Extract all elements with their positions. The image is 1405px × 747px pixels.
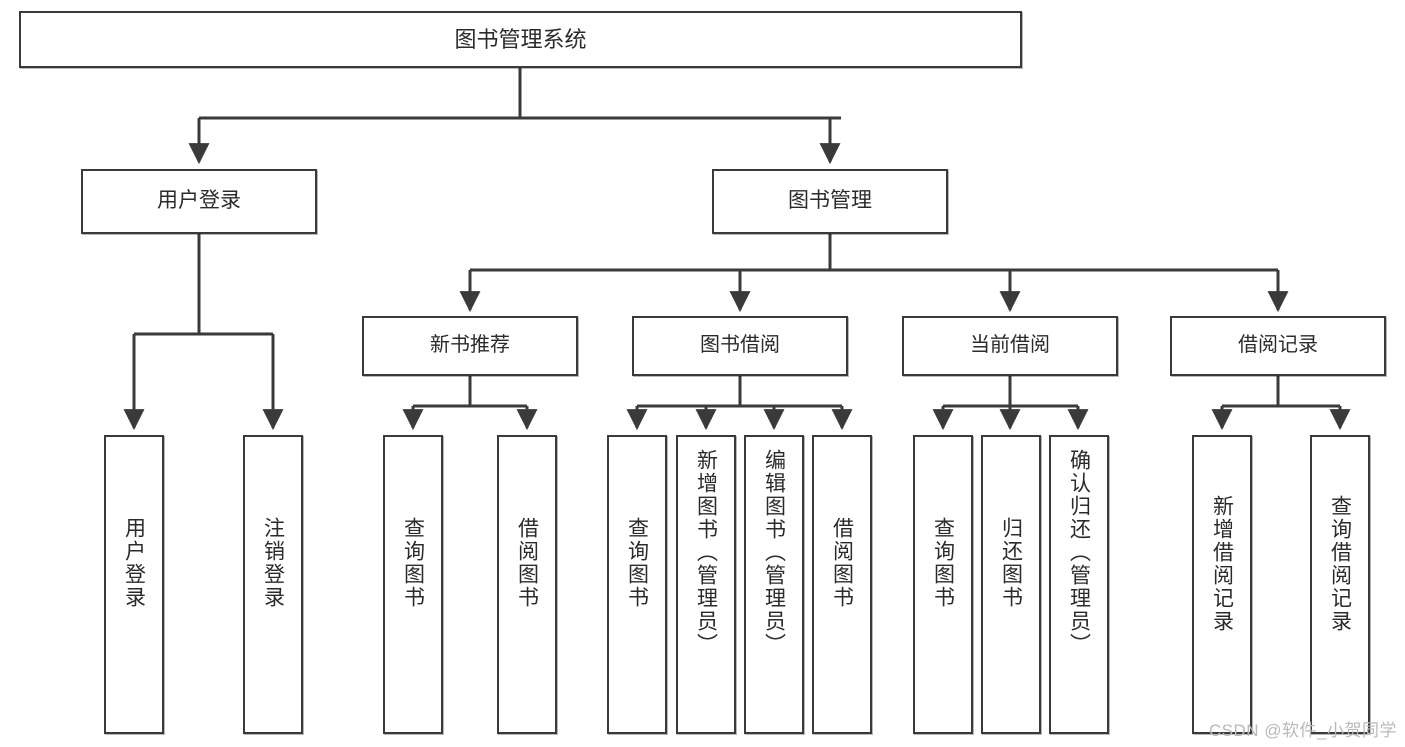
node-label: 图书管理 bbox=[788, 189, 872, 213]
node-leaf-add-book[interactable]: 新增图书（管理员） bbox=[676, 435, 736, 734]
node-leaf-add-record[interactable]: 新增借阅记录 bbox=[1192, 435, 1252, 734]
node-leaf-borrow-book-1[interactable]: 借阅图书 bbox=[497, 435, 557, 734]
node-label: 借阅记录 bbox=[1238, 334, 1318, 357]
node-label: 借阅图书 bbox=[830, 517, 854, 609]
node-label: 编辑图书（管理员） bbox=[762, 449, 786, 656]
node-leaf-confirm-return[interactable]: 确认归还（管理员） bbox=[1049, 435, 1109, 734]
csdn-watermark: CSDN @软件_小贺同学 bbox=[1208, 721, 1397, 740]
node-label: 新增借阅记录 bbox=[1210, 495, 1234, 633]
node-leaf-query-book-1[interactable]: 查询图书 bbox=[383, 435, 443, 734]
node-label: 新增图书（管理员） bbox=[694, 449, 718, 656]
node-leaf-borrow-book-2[interactable]: 借阅图书 bbox=[812, 435, 872, 734]
node-label: 当前借阅 bbox=[970, 334, 1050, 357]
node-label: 查询图书 bbox=[625, 517, 649, 609]
node-label: 图书管理系统 bbox=[454, 26, 587, 52]
node-leaf-user-login[interactable]: 用户登录 bbox=[104, 435, 164, 734]
node-user-login[interactable]: 用户登录 bbox=[81, 169, 317, 234]
node-leaf-edit-book[interactable]: 编辑图书（管理员） bbox=[744, 435, 804, 734]
node-root-system[interactable]: 图书管理系统 bbox=[19, 11, 1022, 68]
node-label: 归还图书 bbox=[999, 517, 1023, 609]
node-label: 查询图书 bbox=[401, 517, 425, 609]
node-leaf-query-book-2[interactable]: 查询图书 bbox=[607, 435, 667, 734]
node-leaf-return-book[interactable]: 归还图书 bbox=[981, 435, 1041, 734]
node-borrow-record[interactable]: 借阅记录 bbox=[1170, 316, 1386, 376]
node-book-manage[interactable]: 图书管理 bbox=[712, 169, 948, 234]
node-label: 图书借阅 bbox=[700, 334, 780, 357]
node-current-borrow[interactable]: 当前借阅 bbox=[902, 316, 1118, 376]
node-leaf-query-record[interactable]: 查询借阅记录 bbox=[1310, 435, 1370, 734]
node-label: 用户登录 bbox=[122, 517, 146, 609]
node-label: 确认归还（管理员） bbox=[1067, 449, 1091, 656]
node-label: 查询借阅记录 bbox=[1328, 495, 1352, 633]
node-label: 注销登录 bbox=[261, 517, 285, 609]
node-label: 用户登录 bbox=[157, 189, 241, 213]
node-leaf-query-book-3[interactable]: 查询图书 bbox=[913, 435, 973, 734]
node-label: 借阅图书 bbox=[515, 517, 539, 609]
node-label: 查询图书 bbox=[931, 517, 955, 609]
node-leaf-logout[interactable]: 注销登录 bbox=[243, 435, 303, 734]
node-new-book-recommend[interactable]: 新书推荐 bbox=[362, 316, 578, 376]
node-label: 新书推荐 bbox=[430, 334, 510, 357]
node-book-borrow[interactable]: 图书借阅 bbox=[632, 316, 848, 376]
